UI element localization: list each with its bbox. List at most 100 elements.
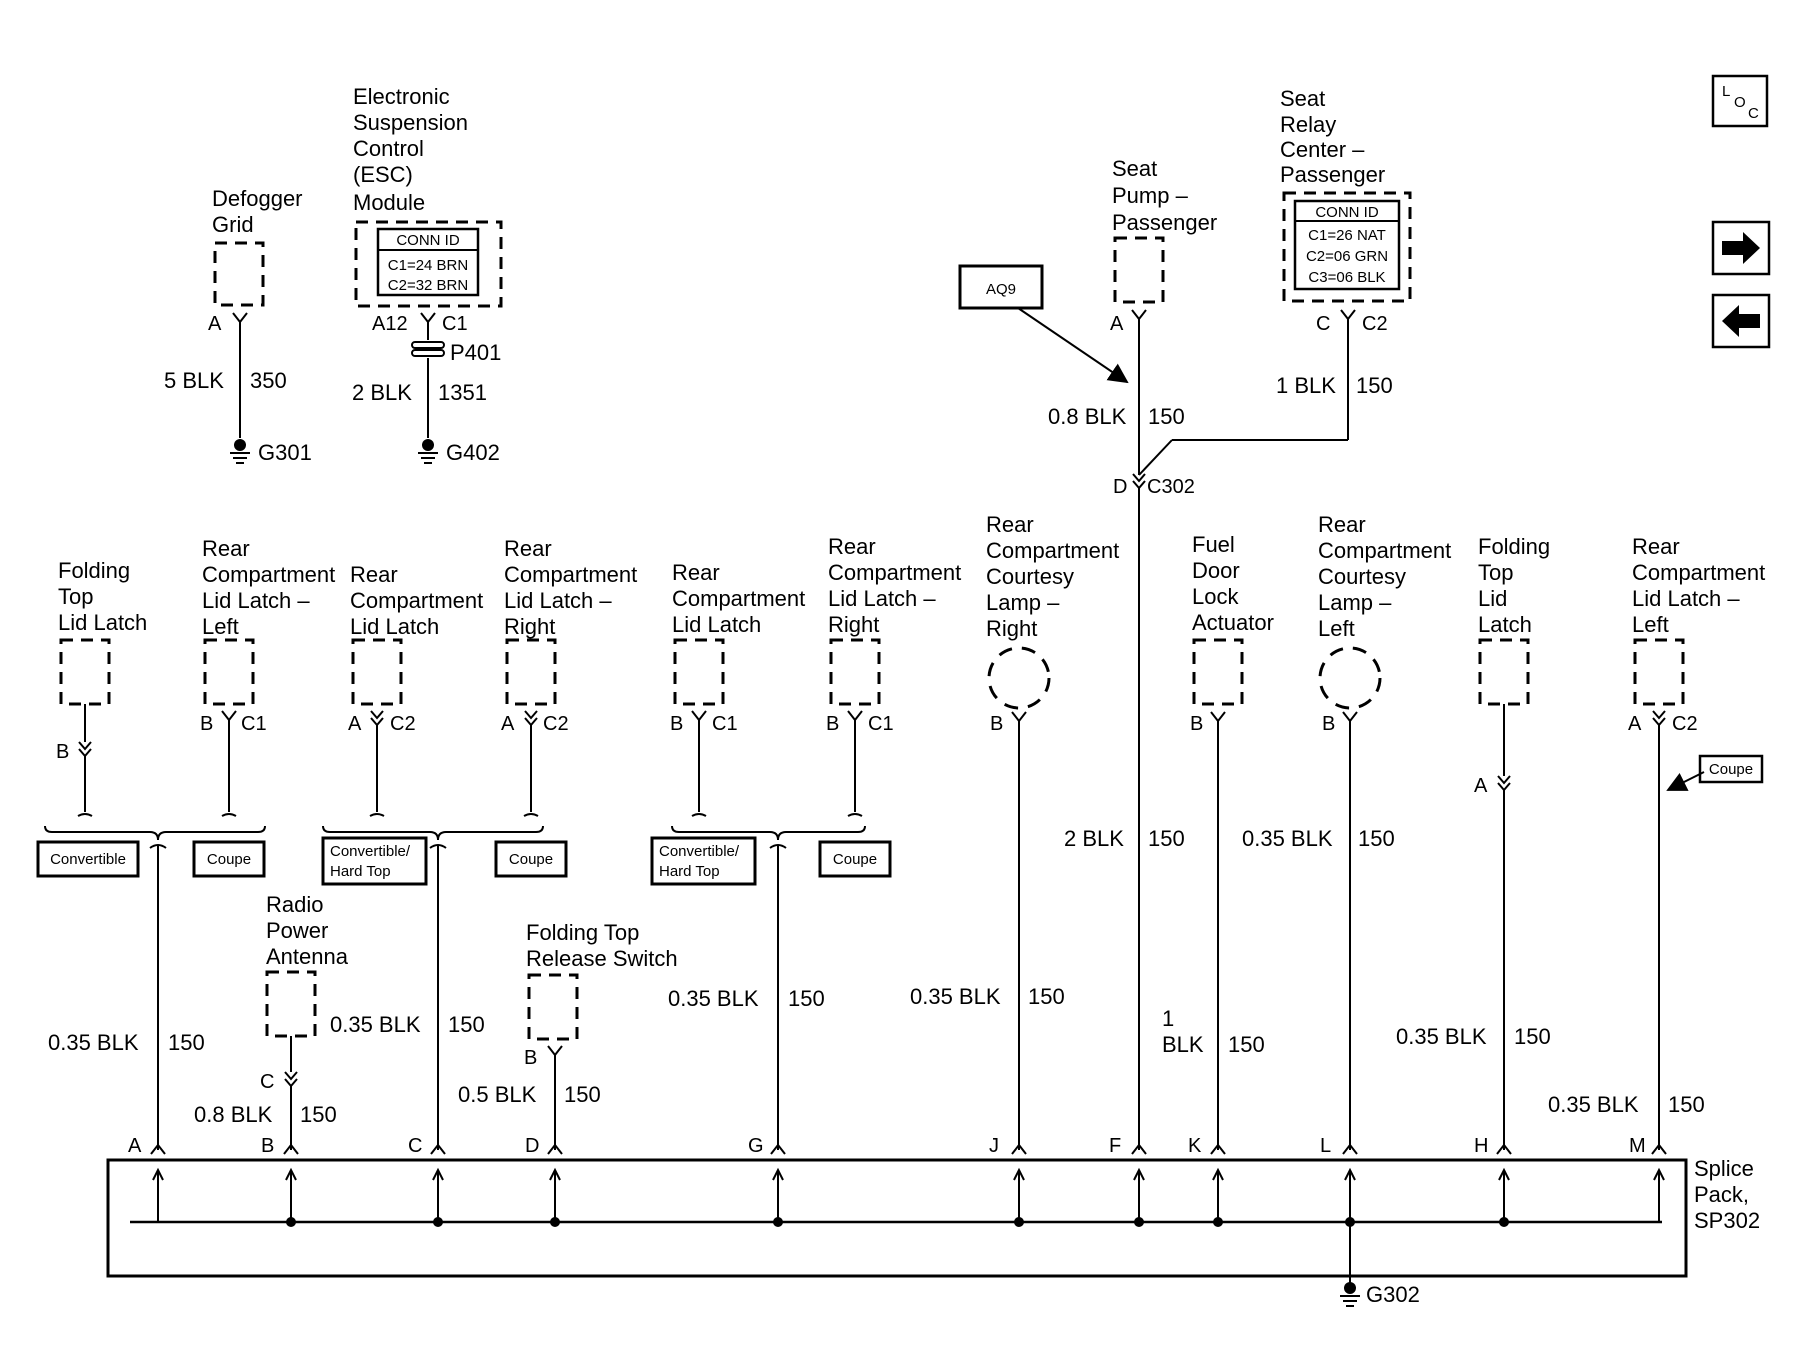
- option-branch-1: Convertible Coupe 0.35 BLK 150: [36, 825, 266, 1150]
- esc-label-5: Module: [353, 190, 425, 215]
- relay-wire-circuit: 150: [1356, 373, 1393, 398]
- cll-pin: B: [1322, 713, 1335, 735]
- option-coupe-label-3: Coupe: [833, 851, 877, 868]
- folding-top-lid-latch-1: Folding Top Lid Latch B: [56, 558, 147, 817]
- ground-g402: G402: [446, 440, 500, 465]
- a-wire-circuit: 150: [168, 1030, 205, 1055]
- relay-connid-title: CONN ID: [1315, 204, 1379, 221]
- d-wire-gauge: 0.5 BLK: [458, 1082, 537, 1107]
- rlr2-label-2: Compartment: [828, 560, 961, 585]
- k-wire-circuit: 150: [1228, 1032, 1265, 1057]
- defogger-label-1: Defogger: [212, 186, 303, 211]
- splice-pack-sp302: Splice Pack, SP302 G302: [106, 1156, 1760, 1307]
- courtesy-lamp-left: Rear Compartment Courtesy Lamp – Left B …: [1242, 512, 1451, 1150]
- c302-pin: D: [1113, 476, 1127, 498]
- courtesy-lamp-right: Rear Compartment Courtesy Lamp – Right B…: [910, 512, 1119, 1150]
- rear-lid-latch-right-2: Rear Compartment Lid Latch – Right B C1: [826, 534, 961, 817]
- rear-lid-latch-left-2: Rear Compartment Lid Latch – Left A C2 C…: [1548, 534, 1765, 1150]
- k-wire-gauge-1: 1: [1162, 1006, 1174, 1031]
- splice-pin-l: L: [1320, 1135, 1358, 1227]
- f-wire-circuit: 150: [1148, 826, 1185, 851]
- cll-label-1: Rear: [1318, 512, 1366, 537]
- next-page-button[interactable]: [1711, 220, 1771, 276]
- relay-connid-c1: C1=26 NAT: [1308, 227, 1386, 244]
- splice-pin-label: A: [128, 1135, 142, 1157]
- m-wire-gauge: 0.35 BLK: [1548, 1092, 1639, 1117]
- rll1-pin-c1: C1: [241, 713, 267, 735]
- wire-circuit: 350: [250, 368, 287, 393]
- relay-pin-c: C: [1316, 313, 1330, 335]
- esc-wire-gauge: 2 BLK: [352, 380, 412, 405]
- g-wire-circuit: 150: [788, 986, 825, 1011]
- prev-page-button[interactable]: [1711, 293, 1771, 349]
- j-wire-circuit: 150: [1028, 984, 1065, 1009]
- splice-label-2: Pack,: [1694, 1182, 1749, 1207]
- cll-label-3: Courtesy: [1318, 564, 1406, 589]
- splice-pin-label: C: [408, 1135, 422, 1157]
- rlr2-pin-c1: C1: [868, 713, 894, 735]
- rl1-pin-c2: C2: [390, 713, 416, 735]
- connector-c302: D C302: [1113, 473, 1195, 498]
- option-branch-2: Convertible/ Hard Top Coupe 0.35 BLK 150: [321, 825, 568, 1150]
- j-wire-gauge: 0.35 BLK: [910, 984, 1001, 1009]
- splice-pin-label: B: [261, 1135, 274, 1157]
- radio-label-1: Radio: [266, 892, 323, 917]
- splice-pin-b: B: [261, 1135, 299, 1227]
- release-pin: B: [524, 1047, 537, 1069]
- clr-label-3: Courtesy: [986, 564, 1074, 589]
- arrow-left-icon: [1722, 305, 1760, 337]
- splice-pin-c: C: [408, 1135, 446, 1227]
- rlr1-pin-c2: C2: [543, 713, 569, 735]
- esc-label-4: (ESC): [353, 162, 413, 187]
- loc-button[interactable]: L O C: [1711, 74, 1769, 128]
- splice-pin-f: F: [1109, 1135, 1147, 1227]
- rear-lid-latch-left-1: Rear Compartment Lid Latch – Left B C1: [200, 536, 335, 817]
- relay-connid-c3: C3=06 BLK: [1308, 269, 1385, 286]
- rl1-label-1: Rear: [350, 562, 398, 587]
- rlr2-label-1: Rear: [828, 534, 876, 559]
- d-wire-circuit: 150: [564, 1082, 601, 1107]
- rl1-label-2: Compartment: [350, 588, 483, 613]
- cll-label-2: Compartment: [1318, 538, 1451, 563]
- m-wire-circuit: 150: [1668, 1092, 1705, 1117]
- option-coupe-label-1: Coupe: [207, 851, 251, 868]
- rlr2-label-3: Lid Latch –: [828, 586, 936, 611]
- option-conv-hardtop-label-1a: Convertible/: [330, 843, 411, 860]
- esc-pin-a12: A12: [372, 313, 408, 335]
- seat-pump-label-3: Passenger: [1112, 210, 1217, 235]
- esc-label-3: Control: [353, 136, 424, 161]
- seat-relay-center: Seat Relay Center – Passenger CONN ID C1…: [1138, 86, 1412, 476]
- relay-wire-gauge: 1 BLK: [1276, 373, 1336, 398]
- rear-lid-latch-1: Rear Compartment Lid Latch A C2: [348, 562, 483, 817]
- option-convertible-label: Convertible: [50, 851, 126, 868]
- c-wire-circuit: 150: [448, 1012, 485, 1037]
- option-coupe-label-4: Coupe: [1709, 761, 1753, 778]
- rlr1-label-1: Rear: [504, 536, 552, 561]
- rll1-label-1: Rear: [202, 536, 250, 561]
- splice-pin-k: K: [1188, 1135, 1226, 1227]
- f-wire-gauge: 2 BLK: [1064, 826, 1124, 851]
- esc-wire-circuit: 1351: [438, 380, 487, 405]
- ftl1-label-1: Folding: [58, 558, 130, 583]
- ground-g301: G301: [258, 440, 312, 465]
- ftl2-label-3: Lid: [1478, 586, 1507, 611]
- splice-pin-h: H: [1474, 1135, 1512, 1227]
- rl2-label-2: Compartment: [672, 586, 805, 611]
- esc-label-1: Electronic: [353, 84, 450, 109]
- defogger-grid: Defogger Grid A 5 BLK 350 G301: [164, 186, 312, 465]
- ftl2-pin: A: [1474, 775, 1488, 797]
- splice-pin-label: K: [1188, 1135, 1202, 1157]
- splice-pin-g: G: [748, 1135, 786, 1227]
- radio-pin: C: [260, 1071, 274, 1093]
- defogger-label-2: Grid: [212, 212, 254, 237]
- rl2-label-1: Rear: [672, 560, 720, 585]
- rl1-pin-a: A: [348, 713, 362, 735]
- option-conv-hardtop-label-1b: Hard Top: [330, 863, 391, 880]
- seat-pump-label-2: Pump –: [1112, 183, 1189, 208]
- ground-g302: G302: [1366, 1282, 1420, 1307]
- splice-pin-label: F: [1109, 1135, 1121, 1157]
- fuel-label-4: Actuator: [1192, 610, 1274, 635]
- esc-connid-c2: C2=32 BRN: [388, 277, 468, 294]
- relay-label-1: Seat: [1280, 86, 1325, 111]
- loc-label-l: L: [1722, 83, 1730, 100]
